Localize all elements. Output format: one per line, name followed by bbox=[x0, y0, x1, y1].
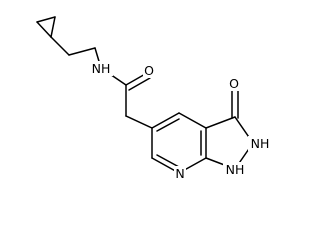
bond-cyclopropyl-1 bbox=[36, 16, 56, 23]
bond-cyclopropyl-3 bbox=[36, 21, 52, 38]
bond-cyclopropyl-2 bbox=[50, 16, 56, 38]
bond-ch2-ring bbox=[125, 115, 153, 129]
bond-ch2-ch2 bbox=[68, 47, 96, 56]
atom-n-pyridine: N bbox=[175, 166, 184, 181]
atom-o-amide: O bbox=[144, 63, 154, 78]
atom-labels: NH O O NH NH N bbox=[89, 61, 272, 181]
atom-nh-2: NH bbox=[251, 136, 270, 151]
bond-carbonyl-o-2 bbox=[128, 77, 151, 91]
molecule-structure: NH O O NH NH N bbox=[36, 16, 272, 181]
bond-py-1-inner bbox=[156, 118, 180, 132]
atom-o-keto: O bbox=[229, 76, 239, 91]
bond-py-1 bbox=[151, 112, 180, 129]
bond-py-5-inner bbox=[156, 154, 180, 168]
atom-nh-amide: NH bbox=[92, 61, 111, 76]
bond-pz-1 bbox=[205, 116, 236, 129]
atom-nh-1: NH bbox=[226, 162, 245, 177]
bond-py-2 bbox=[178, 112, 207, 129]
bond-ring-ch2 bbox=[50, 36, 70, 56]
bonds bbox=[36, 16, 254, 174]
